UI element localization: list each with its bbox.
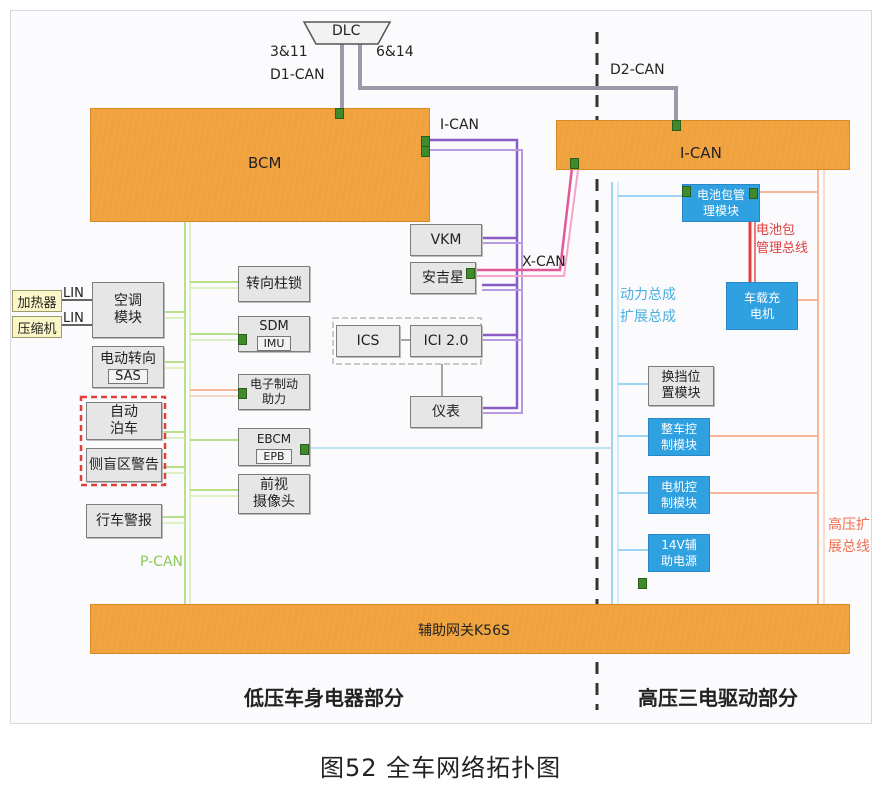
mcu-label-1: 电机控 bbox=[660, 480, 697, 494]
ebrake-label-1: 电子制动 bbox=[249, 377, 298, 391]
shifter-label-2: 置模块 bbox=[661, 386, 701, 401]
ebcm-connector bbox=[300, 444, 309, 455]
power-ext-label-1: 动力总成 bbox=[620, 287, 676, 303]
dlc-connector-shape bbox=[302, 21, 392, 45]
blind-spot-module: 侧盲区警告 bbox=[86, 448, 162, 482]
i-can-block-label: I-CAN bbox=[680, 144, 722, 162]
mcu-module: 电机控 制模块 bbox=[648, 476, 710, 514]
vcu-module: 整车控 制模块 bbox=[648, 418, 710, 456]
dcdc-module: 14V辅 助电源 bbox=[648, 534, 710, 572]
ebrake-label-2: 助力 bbox=[261, 392, 286, 406]
bcm-label: BCM bbox=[248, 154, 282, 172]
hv-ext-label-1: 高压扩 bbox=[828, 517, 870, 533]
ebcm-module: EBCM EPB bbox=[238, 428, 310, 466]
ici-label: ICI 2.0 bbox=[423, 332, 469, 349]
ac-label-1: 空调 bbox=[114, 293, 142, 309]
ican-d2-connector bbox=[672, 120, 681, 131]
ics-module: ICS bbox=[336, 325, 400, 357]
vkm-label: VKM bbox=[430, 231, 462, 248]
high-voltage-title: 高压三电驱动部分 bbox=[638, 686, 798, 710]
eps-module: 电动转向 SAS bbox=[92, 346, 164, 388]
cluster-label: 仪表 bbox=[432, 403, 460, 420]
epb-tag: EPB bbox=[256, 448, 292, 464]
front-camera-label-1: 前视 bbox=[260, 477, 288, 493]
dlc-right-pins: 6&14 bbox=[376, 44, 414, 60]
dvr-module: 行车警报 bbox=[86, 504, 162, 538]
anjixing-connector bbox=[466, 268, 475, 279]
ac-label-2: 模块 bbox=[114, 310, 142, 326]
sdm-module: SDM IMU bbox=[238, 316, 310, 352]
bcm-block bbox=[90, 108, 430, 222]
bms-label-2: 理模块 bbox=[702, 204, 739, 218]
battery-bus-label: 电池包 管理总线 bbox=[756, 222, 808, 258]
vkm-module: VKM bbox=[410, 224, 482, 256]
bms-label-1: 电池包管 bbox=[696, 188, 745, 202]
anjixing-module: 安吉星 bbox=[410, 262, 476, 294]
i-can-bus-label: I-CAN bbox=[440, 117, 480, 133]
gateway-label: 辅助网关K56S bbox=[418, 623, 510, 639]
dlc-left-pins: 3&11 bbox=[270, 44, 308, 60]
dlc-label: DLC bbox=[332, 23, 361, 39]
sdm-connector bbox=[238, 334, 247, 345]
ican-xcan-connector bbox=[570, 158, 579, 169]
bms-module: 电池包管 理模块 bbox=[682, 184, 760, 222]
i-can-block bbox=[556, 120, 850, 170]
steering-lock-module: 转向柱锁 bbox=[238, 266, 310, 302]
sdm-label: SDM bbox=[259, 318, 289, 334]
bms-connector-2 bbox=[749, 188, 758, 199]
cluster-module: 仪表 bbox=[410, 396, 482, 428]
sas-tag: SAS bbox=[108, 368, 148, 384]
compressor-label: 压缩机 bbox=[17, 321, 57, 337]
lin-label-2: LIN bbox=[63, 311, 84, 326]
dcdc-connector bbox=[638, 578, 647, 589]
x-can-label: X-CAN bbox=[522, 254, 566, 270]
power-ext-label: 动力总成 扩展总成 bbox=[620, 284, 676, 328]
heater-label: 加热器 bbox=[17, 295, 57, 311]
battery-bus-label-2: 管理总线 bbox=[756, 241, 809, 256]
dcdc-label-2: 助电源 bbox=[660, 554, 697, 568]
shifter-module: 换挡位 置模块 bbox=[648, 366, 714, 406]
d2-can-label: D2-CAN bbox=[610, 62, 665, 78]
d1-can-label: D1-CAN bbox=[270, 67, 325, 83]
charger-label-2: 电机 bbox=[749, 307, 774, 321]
bcm-ican-connector-2 bbox=[421, 146, 430, 157]
mcu-label-2: 制模块 bbox=[660, 496, 697, 510]
front-camera-module: 前视 摄像头 bbox=[238, 474, 310, 514]
auto-park-module: 自动 泊车 bbox=[86, 402, 162, 440]
ics-label: ICS bbox=[356, 332, 380, 349]
ebrake-connector bbox=[238, 388, 247, 399]
low-voltage-title: 低压车身电器部分 bbox=[244, 686, 404, 710]
hv-ext-label: 高压扩 展总线 bbox=[828, 514, 870, 558]
auto-park-label-2: 泊车 bbox=[110, 421, 138, 437]
lin-label-1: LIN bbox=[63, 286, 84, 301]
p-can-label: P-CAN bbox=[140, 554, 184, 570]
ac-module: 空调 模块 bbox=[92, 282, 164, 338]
bms-connector-1 bbox=[682, 186, 691, 197]
charger-module: 车载充 电机 bbox=[726, 282, 798, 330]
gateway-bus bbox=[90, 604, 850, 654]
battery-bus-label-1: 电池包 bbox=[756, 223, 796, 238]
anjixing-label: 安吉星 bbox=[422, 269, 464, 286]
figure-caption: 图52 全车网络拓扑图 bbox=[320, 754, 562, 782]
vcu-label-2: 制模块 bbox=[660, 438, 697, 452]
charger-label-1: 车载充 bbox=[743, 291, 780, 305]
bcm-dlc-connector bbox=[335, 108, 344, 119]
heater-module: 加热器 bbox=[12, 290, 62, 312]
dcdc-label-1: 14V辅 bbox=[661, 538, 697, 552]
ebcm-label: EBCM bbox=[256, 431, 292, 446]
ici-module: ICI 2.0 bbox=[410, 325, 482, 357]
eps-label: 电动转向 bbox=[100, 350, 156, 367]
hv-ext-label-2: 展总线 bbox=[828, 539, 870, 555]
vcu-label-1: 整车控 bbox=[660, 422, 697, 436]
imu-tag: IMU bbox=[256, 335, 292, 351]
power-ext-label-2: 扩展总成 bbox=[620, 309, 676, 325]
compressor-module: 压缩机 bbox=[12, 316, 62, 338]
ebrake-module: 电子制动 助力 bbox=[238, 374, 310, 410]
steering-lock-label: 转向柱锁 bbox=[246, 275, 302, 292]
blind-spot-label: 侧盲区警告 bbox=[89, 456, 159, 473]
dvr-label: 行车警报 bbox=[96, 512, 152, 529]
auto-park-label-1: 自动 bbox=[110, 404, 138, 420]
shifter-label-1: 换挡位 bbox=[661, 370, 701, 385]
front-camera-label-2: 摄像头 bbox=[253, 494, 295, 510]
